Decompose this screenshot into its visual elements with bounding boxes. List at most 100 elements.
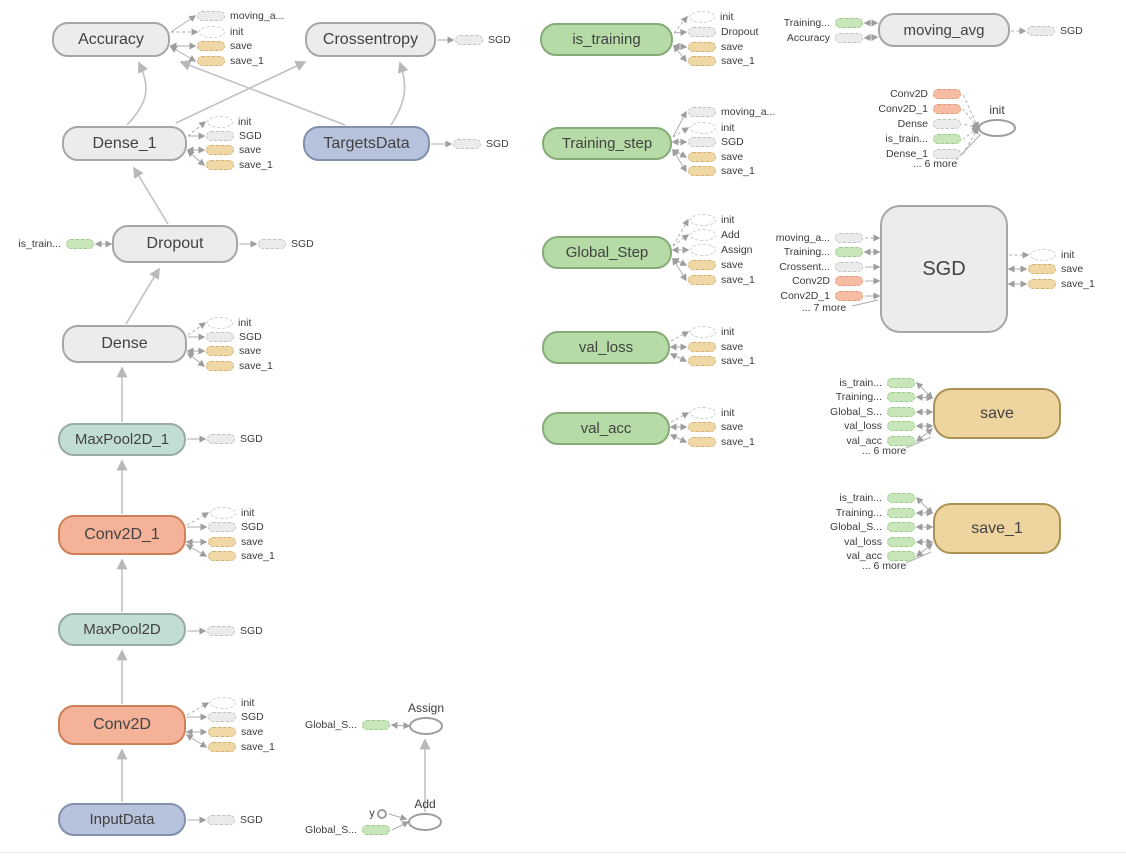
stub-val-acc-save-1[interactable]: [688, 437, 716, 447]
stub-conv2d-1-save[interactable]: [208, 537, 236, 547]
stub-dense-1-save[interactable]: [206, 145, 234, 155]
stub-sgd-init[interactable]: [1030, 249, 1056, 261]
stub-sgd-conv2d[interactable]: [835, 276, 863, 286]
node-save[interactable]: save: [933, 388, 1061, 439]
node-dense[interactable]: Dense: [62, 325, 187, 363]
op-add[interactable]: [408, 813, 442, 831]
stub-is-training-init[interactable]: [689, 11, 715, 23]
stub-sgd-save[interactable]: [1028, 264, 1056, 274]
stub-save-val-loss[interactable]: [887, 421, 915, 431]
op-init_main[interactable]: [978, 119, 1016, 137]
stub-maxpool2d-1-sgd[interactable]: [207, 434, 235, 444]
stub-save-global-step[interactable]: [887, 407, 915, 417]
node-sgd[interactable]: SGD: [880, 205, 1008, 333]
stub-val-loss-save[interactable]: [688, 342, 716, 352]
stub-dense-1-sgd[interactable]: [206, 131, 234, 141]
stub-val-loss-init[interactable]: [690, 326, 716, 338]
stub-dense-sgd[interactable]: [206, 332, 234, 342]
node-targets_data[interactable]: TargetsData: [303, 126, 430, 161]
node-moving_avg[interactable]: moving_avg: [878, 13, 1010, 47]
stub-global-step-add[interactable]: [690, 229, 716, 241]
stub-conv2d-sgd[interactable]: [208, 712, 236, 722]
node-maxpool2d[interactable]: MaxPool2D: [58, 613, 186, 646]
stub-input-data-sgd[interactable]: [207, 815, 235, 825]
stub-moving-avg-training[interactable]: [835, 18, 863, 28]
node-maxpool2d_1[interactable]: MaxPool2D_1: [58, 423, 186, 456]
stub-save-1-training-step[interactable]: [887, 508, 915, 518]
stub-init-dense[interactable]: [933, 119, 961, 129]
stub-accuracy-moving-avg[interactable]: [197, 11, 225, 21]
stub-save-1-is-training[interactable]: [887, 493, 915, 503]
node-crossentropy[interactable]: Crossentropy: [305, 22, 436, 57]
stub-val-acc-init[interactable]: [690, 407, 716, 419]
stub-init-dense-1[interactable]: [933, 149, 961, 159]
stub-is-training-dropout[interactable]: [688, 27, 716, 37]
stub-conv2d-1-save-1[interactable]: [208, 551, 236, 561]
stub-conv2d-save-1[interactable]: [208, 742, 236, 752]
stub-conv2d-1-init[interactable]: [210, 507, 236, 519]
stub-training-step-moving-avg[interactable]: [688, 107, 716, 117]
stub-save-1-val-acc[interactable]: [887, 551, 915, 561]
stub-global-step-assign[interactable]: [690, 244, 716, 256]
stub-dense-save-1[interactable]: [206, 361, 234, 371]
stub-val-loss-save-1[interactable]: [688, 356, 716, 366]
stub-global-step-init[interactable]: [690, 214, 716, 226]
const-y_const[interactable]: [377, 809, 387, 819]
stub-sgd-conv2d-1[interactable]: [835, 291, 863, 301]
stub-conv2d-init[interactable]: [210, 697, 236, 709]
stub-training-step-save[interactable]: [688, 152, 716, 162]
stub-accuracy-save-1[interactable]: [197, 56, 225, 66]
stub-dense-save[interactable]: [206, 346, 234, 356]
stub-moving-avg-sgd[interactable]: [1027, 26, 1055, 36]
stub-init-conv2d-1[interactable]: [933, 104, 961, 114]
stub-sgd-crossentropy[interactable]: [835, 262, 863, 272]
stub-sgd-training[interactable]: [835, 247, 863, 257]
node-save_1[interactable]: save_1: [933, 503, 1061, 554]
stub-conv2d-save[interactable]: [208, 727, 236, 737]
node-global_step[interactable]: Global_Step: [542, 236, 672, 269]
text-more-save-1: ... 6 more: [861, 559, 907, 572]
stub-crossentropy-sgd[interactable]: [455, 35, 483, 45]
node-val_acc[interactable]: val_acc: [542, 412, 670, 445]
stub-sgd-save-1[interactable]: [1028, 279, 1056, 289]
stub-dense-init[interactable]: [207, 317, 233, 329]
stub-sgd-moving-avg[interactable]: [835, 233, 863, 243]
node-dense_1[interactable]: Dense_1: [62, 126, 187, 161]
stub-save-training-step[interactable]: [887, 392, 915, 402]
stub-add-global-step[interactable]: [362, 825, 390, 835]
node-dropout[interactable]: Dropout: [112, 225, 238, 263]
node-conv2d_1[interactable]: Conv2D_1: [58, 515, 186, 555]
stub-training-step-init[interactable]: [690, 122, 716, 134]
stub-global-step-save-1[interactable]: [688, 275, 716, 285]
stub-training-step-save-1[interactable]: [688, 166, 716, 176]
node-val_loss[interactable]: val_loss: [542, 331, 670, 364]
stub-assign-global-step[interactable]: [362, 720, 390, 730]
node-accuracy[interactable]: Accuracy: [52, 22, 170, 57]
stub-save-1-val-loss[interactable]: [887, 537, 915, 547]
stub-targets-data-sgd[interactable]: [453, 139, 481, 149]
stub-val-acc-save[interactable]: [688, 422, 716, 432]
node-is_training[interactable]: is_training: [540, 23, 673, 56]
stub-accuracy-save[interactable]: [197, 41, 225, 51]
stub-training-step-sgd[interactable]: [688, 137, 716, 147]
stub-save-val-acc[interactable]: [887, 436, 915, 446]
node-conv2d[interactable]: Conv2D: [58, 705, 186, 745]
stub-dropout-sgd[interactable]: [258, 239, 286, 249]
stub-dropout-is-training[interactable]: [66, 239, 94, 249]
stub-save-is-training[interactable]: [887, 378, 915, 388]
op-assign[interactable]: [409, 717, 443, 735]
stub-is-training-save[interactable]: [688, 42, 716, 52]
node-input_data[interactable]: InputData: [58, 803, 186, 836]
stub-conv2d-1-sgd[interactable]: [208, 522, 236, 532]
stub-is-training-save-1[interactable]: [688, 56, 716, 66]
stub-save-1-global-step[interactable]: [887, 522, 915, 532]
stub-maxpool2d-sgd[interactable]: [207, 626, 235, 636]
stub-dense-1-init[interactable]: [207, 116, 233, 128]
stub-dense-1-save-1[interactable]: [206, 160, 234, 170]
stub-global-step-save[interactable]: [688, 260, 716, 270]
stub-init-is-training[interactable]: [933, 134, 961, 144]
node-training_step[interactable]: Training_step: [542, 127, 672, 160]
stub-init-conv2d[interactable]: [933, 89, 961, 99]
stub-moving-avg-accuracy[interactable]: [835, 33, 863, 43]
stub-accuracy-init[interactable]: [199, 26, 225, 38]
